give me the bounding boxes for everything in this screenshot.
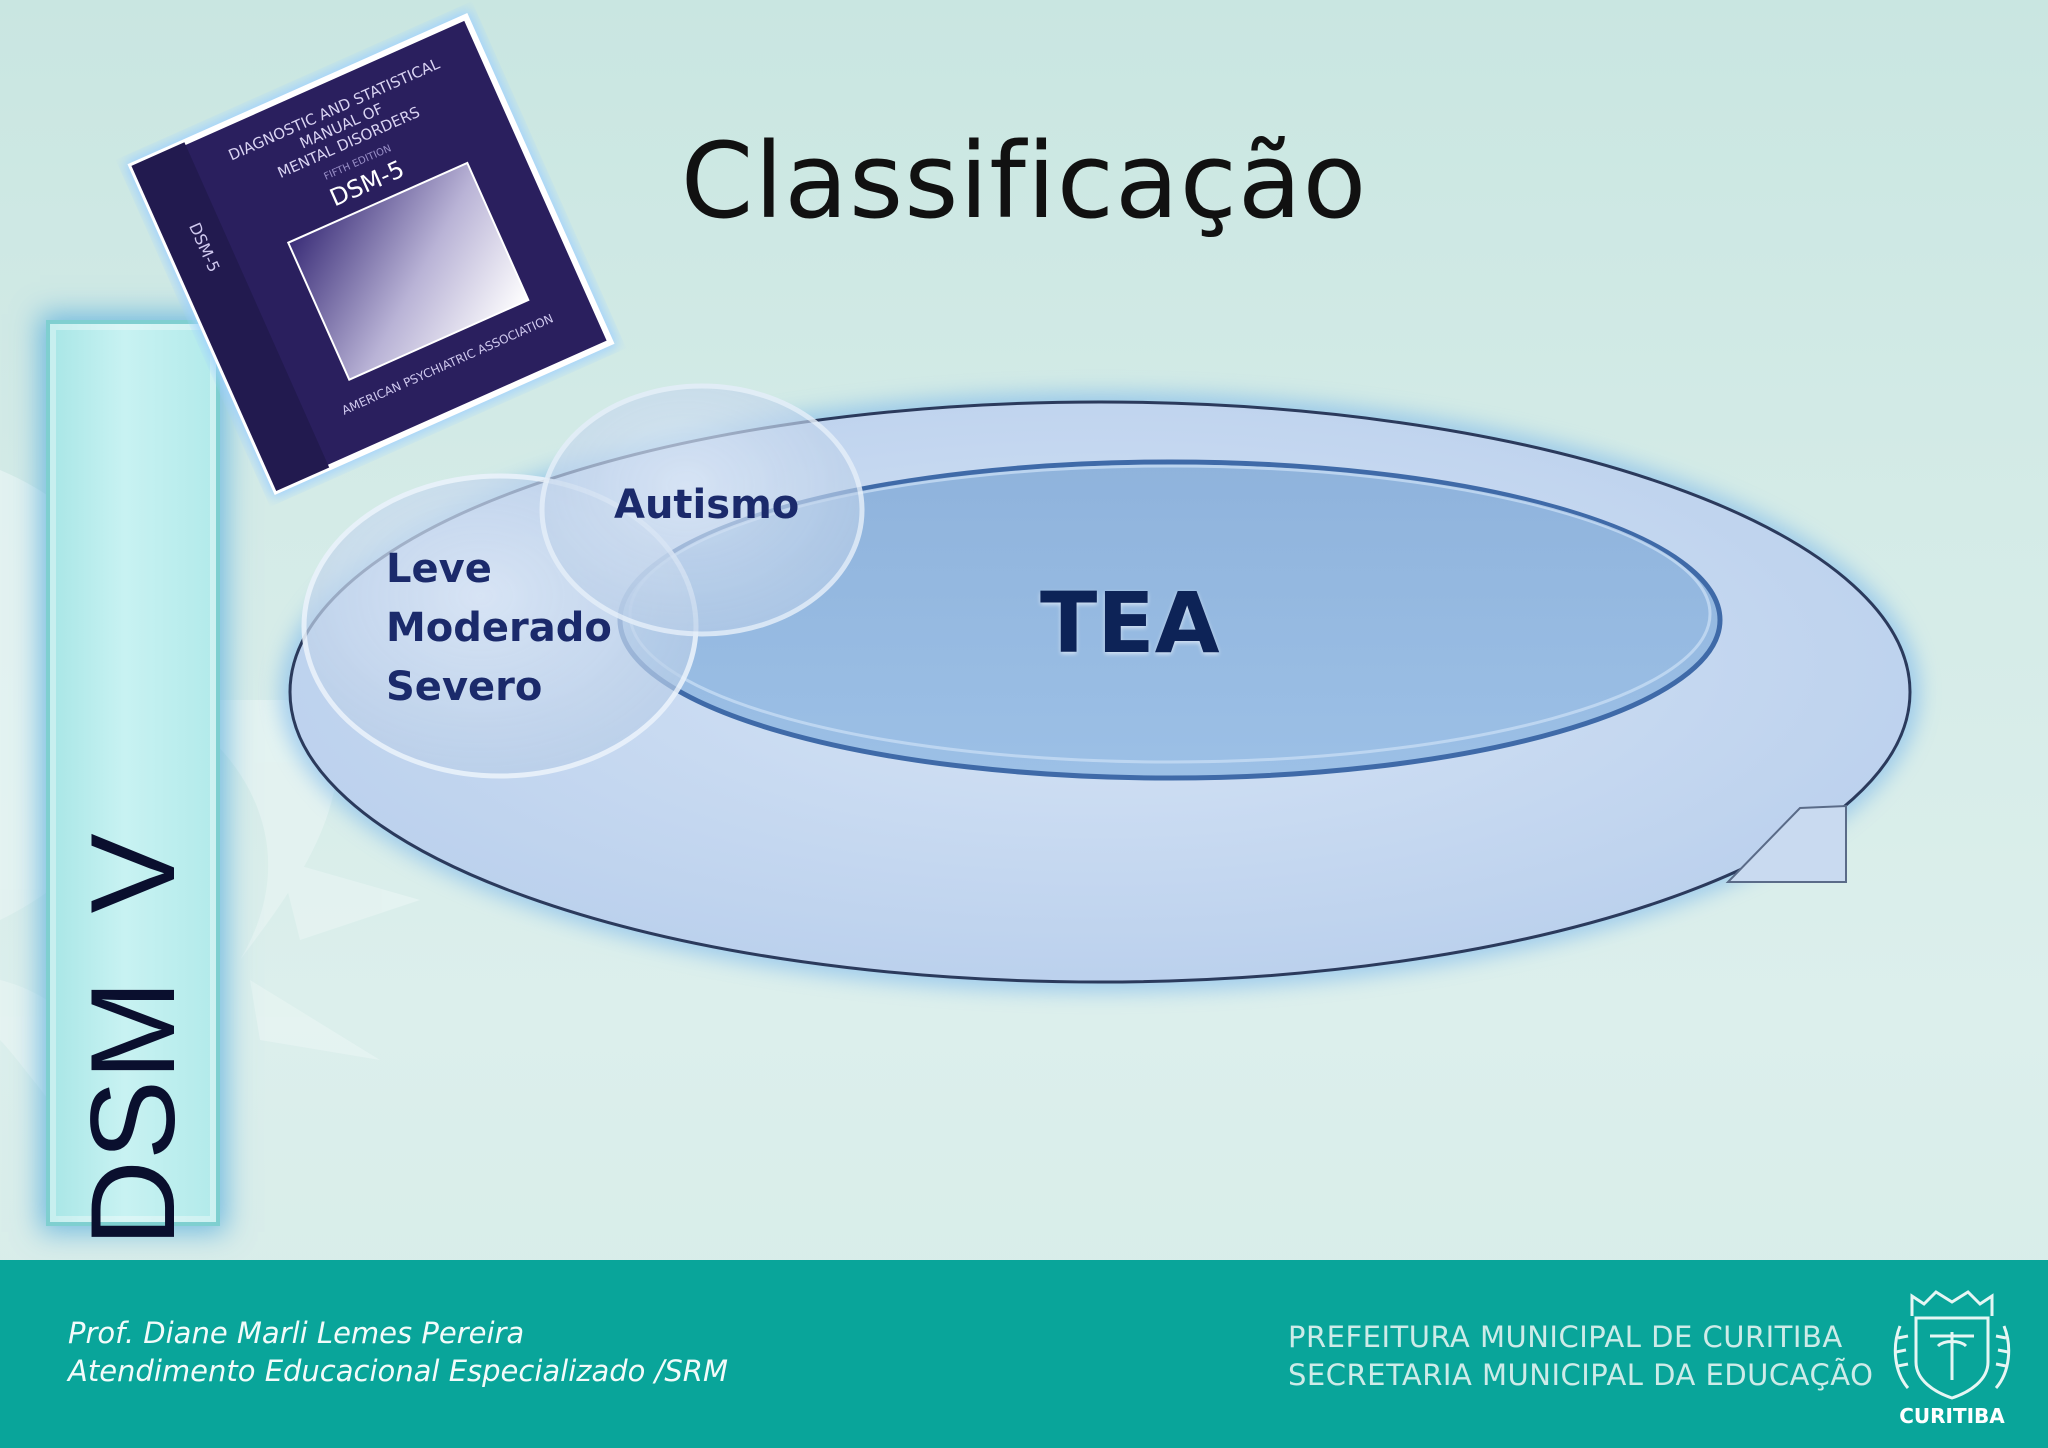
- footer-bar: [0, 1260, 2048, 1448]
- severity-levels: Leve Moderado Severo: [386, 540, 612, 717]
- dsm-label-box: [46, 320, 220, 1226]
- autism-label: Autismo: [614, 482, 800, 528]
- level-severe-label: Severo: [386, 664, 543, 710]
- organization-line1: PREFEITURA MUNICIPAL DE CURITIBA: [1288, 1320, 1843, 1354]
- curitiba-crest-icon: [1893, 1290, 2011, 1400]
- organization-line2: SECRETARIA MUNICIPAL DA EDUCAÇÃO: [1288, 1358, 1874, 1392]
- author-block: Prof. Diane Marli Lemes Pereira Atendime…: [68, 1314, 728, 1390]
- tea-label: TEA: [1040, 574, 1220, 672]
- author-name: Prof. Diane Marli Lemes Pereira: [68, 1316, 525, 1350]
- classification-diagram: [280, 383, 1920, 992]
- organization-block: PREFEITURA MUNICIPAL DE CURITIBA SECRETA…: [1288, 1318, 1873, 1394]
- level-moderate-label: Moderado: [386, 605, 612, 651]
- autism-circle: [539, 383, 865, 637]
- level-mild-label: Leve: [386, 546, 492, 592]
- book-cover-panel: [286, 161, 530, 382]
- curitiba-logo-text: CURITIBA: [1899, 1404, 2005, 1428]
- ellipse-tab-shape: [1725, 804, 1847, 883]
- slide-title: Classificação: [680, 120, 1368, 242]
- author-department: Atendimento Educacional Especializado /S…: [68, 1354, 728, 1388]
